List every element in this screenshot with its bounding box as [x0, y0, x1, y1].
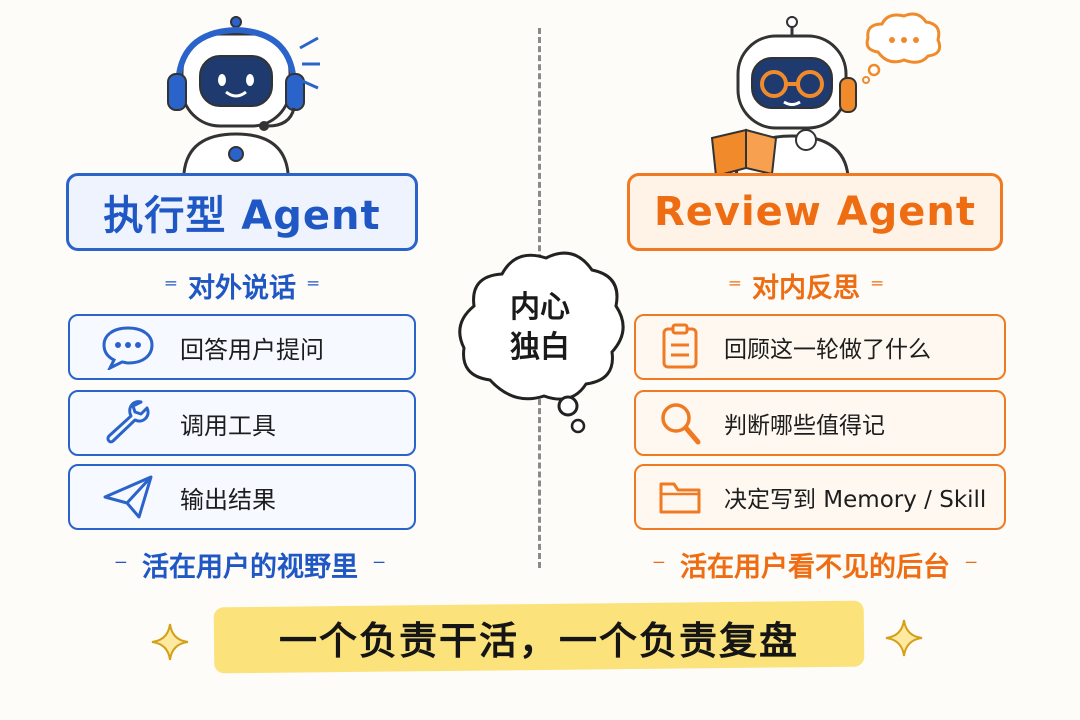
robot-headset-icon [167, 16, 320, 173]
item-label: 输出结果 [180, 485, 276, 514]
executor-subtitle: 对外说话 [92, 266, 392, 305]
item-label: 回顾这一轮做了什么 [724, 337, 931, 363]
folder-icon [656, 478, 704, 516]
item-label: 判断哪些值得记 [724, 413, 885, 439]
review-item-write: 决定写到 Memory / Skill [634, 464, 1006, 530]
review-item-judge: 判断哪些值得记 [634, 390, 1006, 456]
magnifier-icon [656, 400, 704, 446]
item-label: 调用工具 [180, 411, 276, 440]
robot-reading-icon [710, 16, 857, 176]
thought-bubble-icon [862, 12, 942, 84]
executor-footer: ⁻活在用户的视野里⁻ [113, 552, 387, 583]
review-agent-title: Review Agent [627, 173, 1003, 251]
sparkle-icon [885, 619, 923, 657]
wrench-icon [98, 398, 158, 448]
banner-text: 一个负责干活，一个负责复盘 [278, 618, 799, 663]
paper-plane-icon [98, 473, 158, 521]
executor-item-tools: 调用工具 [68, 390, 416, 456]
item-label: 回答用户提问 [180, 335, 324, 364]
clipboard-icon [656, 323, 704, 371]
review-subtitle: 对内反思 [656, 266, 956, 305]
executor-agent-title: 执行型 Agent [66, 173, 418, 251]
sparkle-icon [151, 623, 189, 661]
review-item-recap: 回顾这一轮做了什么 [634, 314, 1006, 380]
inner-monologue-text: 内心 独白 [510, 290, 570, 365]
executor-item-output: 输出结果 [68, 464, 416, 530]
executor-item-answer: 回答用户提问 [68, 314, 416, 380]
chat-bubble-icon [98, 324, 158, 370]
item-label: 决定写到 Memory / Skill [724, 487, 987, 513]
review-footer: ⁻活在用户看不见的后台⁻ [651, 552, 979, 583]
inner-monologue-cloud [458, 251, 625, 434]
